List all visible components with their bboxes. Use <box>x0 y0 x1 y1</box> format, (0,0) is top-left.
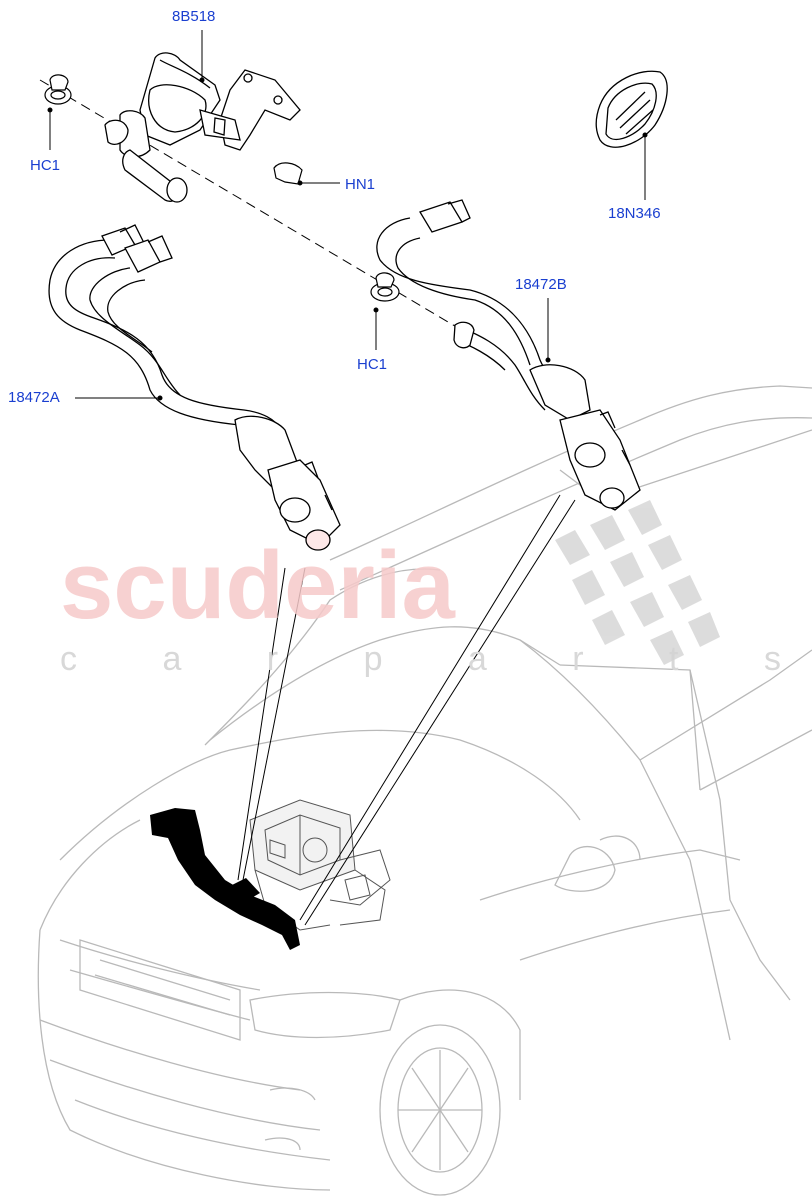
pointer-lines <box>237 494 576 926</box>
hose-clip-top <box>44 74 72 105</box>
callout-pump-8b518: 8B518 <box>172 8 216 25</box>
callout-clip-hc1-mid: HC1 <box>357 356 388 373</box>
watermark-brand: scuderia <box>60 532 455 639</box>
nut-part <box>273 162 303 185</box>
watermark-tagline: c a r p a r t s <box>60 640 812 678</box>
watermark: scuderia c a r p a r t s <box>60 500 812 678</box>
callout-clip-hc1-top: HC1 <box>30 157 61 174</box>
grommet-part <box>595 70 668 148</box>
callout-grommet-18n346: 18N346 <box>608 205 661 222</box>
callout-hose-18472b: 18472B <box>515 276 567 293</box>
callout-leaders <box>47 30 648 401</box>
callout-nut-hn1: HN1 <box>345 176 376 193</box>
vehicle-outline <box>37 385 812 1196</box>
heater-hose-a <box>48 224 341 551</box>
installed-hose-silhouette <box>150 808 300 950</box>
auxiliary-water-pump <box>104 52 301 203</box>
checkered-flag-logo <box>555 500 720 665</box>
installed-hose-branch <box>232 878 260 900</box>
heater-hose-b <box>376 199 641 511</box>
hose-clip-mid <box>370 272 400 302</box>
callout-hose-18472a: 18472A <box>8 389 60 406</box>
